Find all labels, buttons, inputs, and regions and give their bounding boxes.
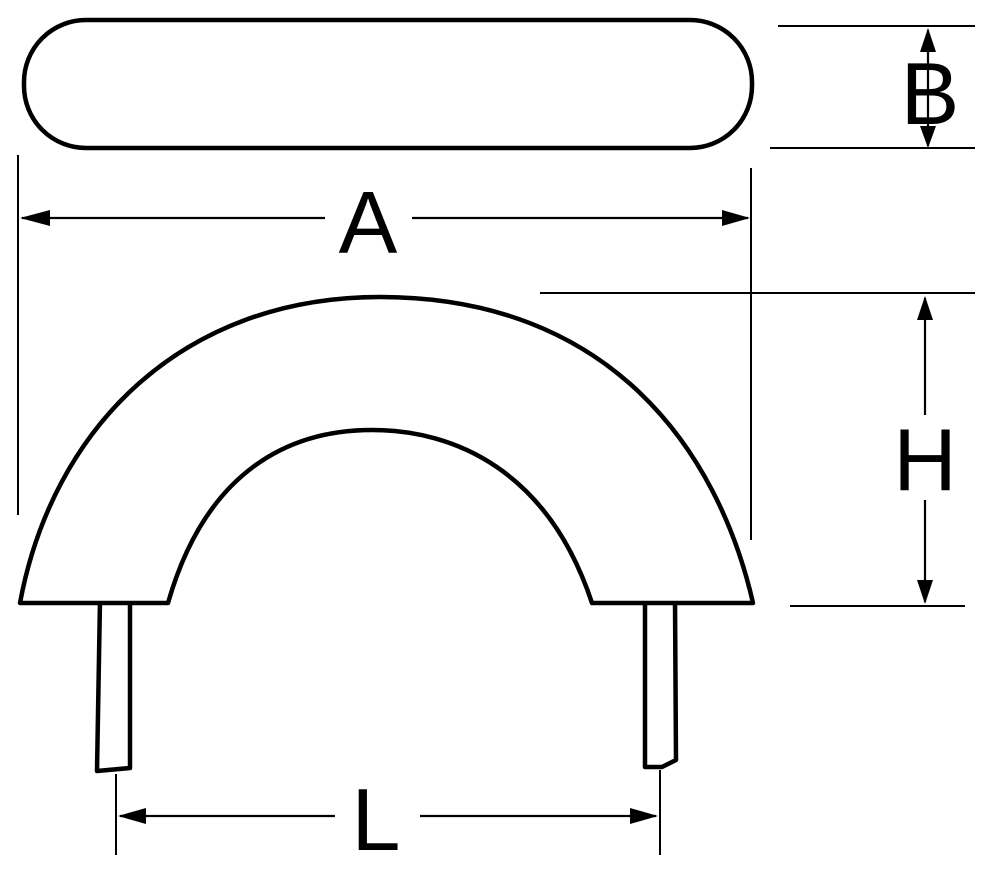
h-arrow-top — [917, 296, 933, 320]
a-arrow-left — [20, 210, 50, 226]
b-label: B — [901, 44, 960, 143]
l-arrow-left — [118, 808, 146, 824]
b-arrow-bottom — [920, 126, 936, 148]
l-arrow-right — [630, 808, 658, 824]
dimension-h: H — [540, 292, 975, 607]
top-view — [21, 17, 755, 151]
handle-arch-outline — [17, 294, 756, 606]
h-label: H — [893, 410, 957, 509]
a-arrow-right — [722, 210, 750, 226]
dimension-a: A — [17, 155, 752, 540]
left-pin-outline — [94, 597, 133, 774]
right-pin-outline — [642, 597, 679, 770]
a-label: A — [339, 173, 398, 272]
h-arrow-bottom — [917, 580, 933, 604]
handle-top-outline — [21, 17, 755, 151]
dimension-l: L — [115, 770, 661, 869]
front-view — [17, 294, 756, 774]
dimension-b: B — [770, 25, 975, 149]
l-label: L — [352, 770, 401, 869]
b-arrow-top — [920, 28, 936, 52]
